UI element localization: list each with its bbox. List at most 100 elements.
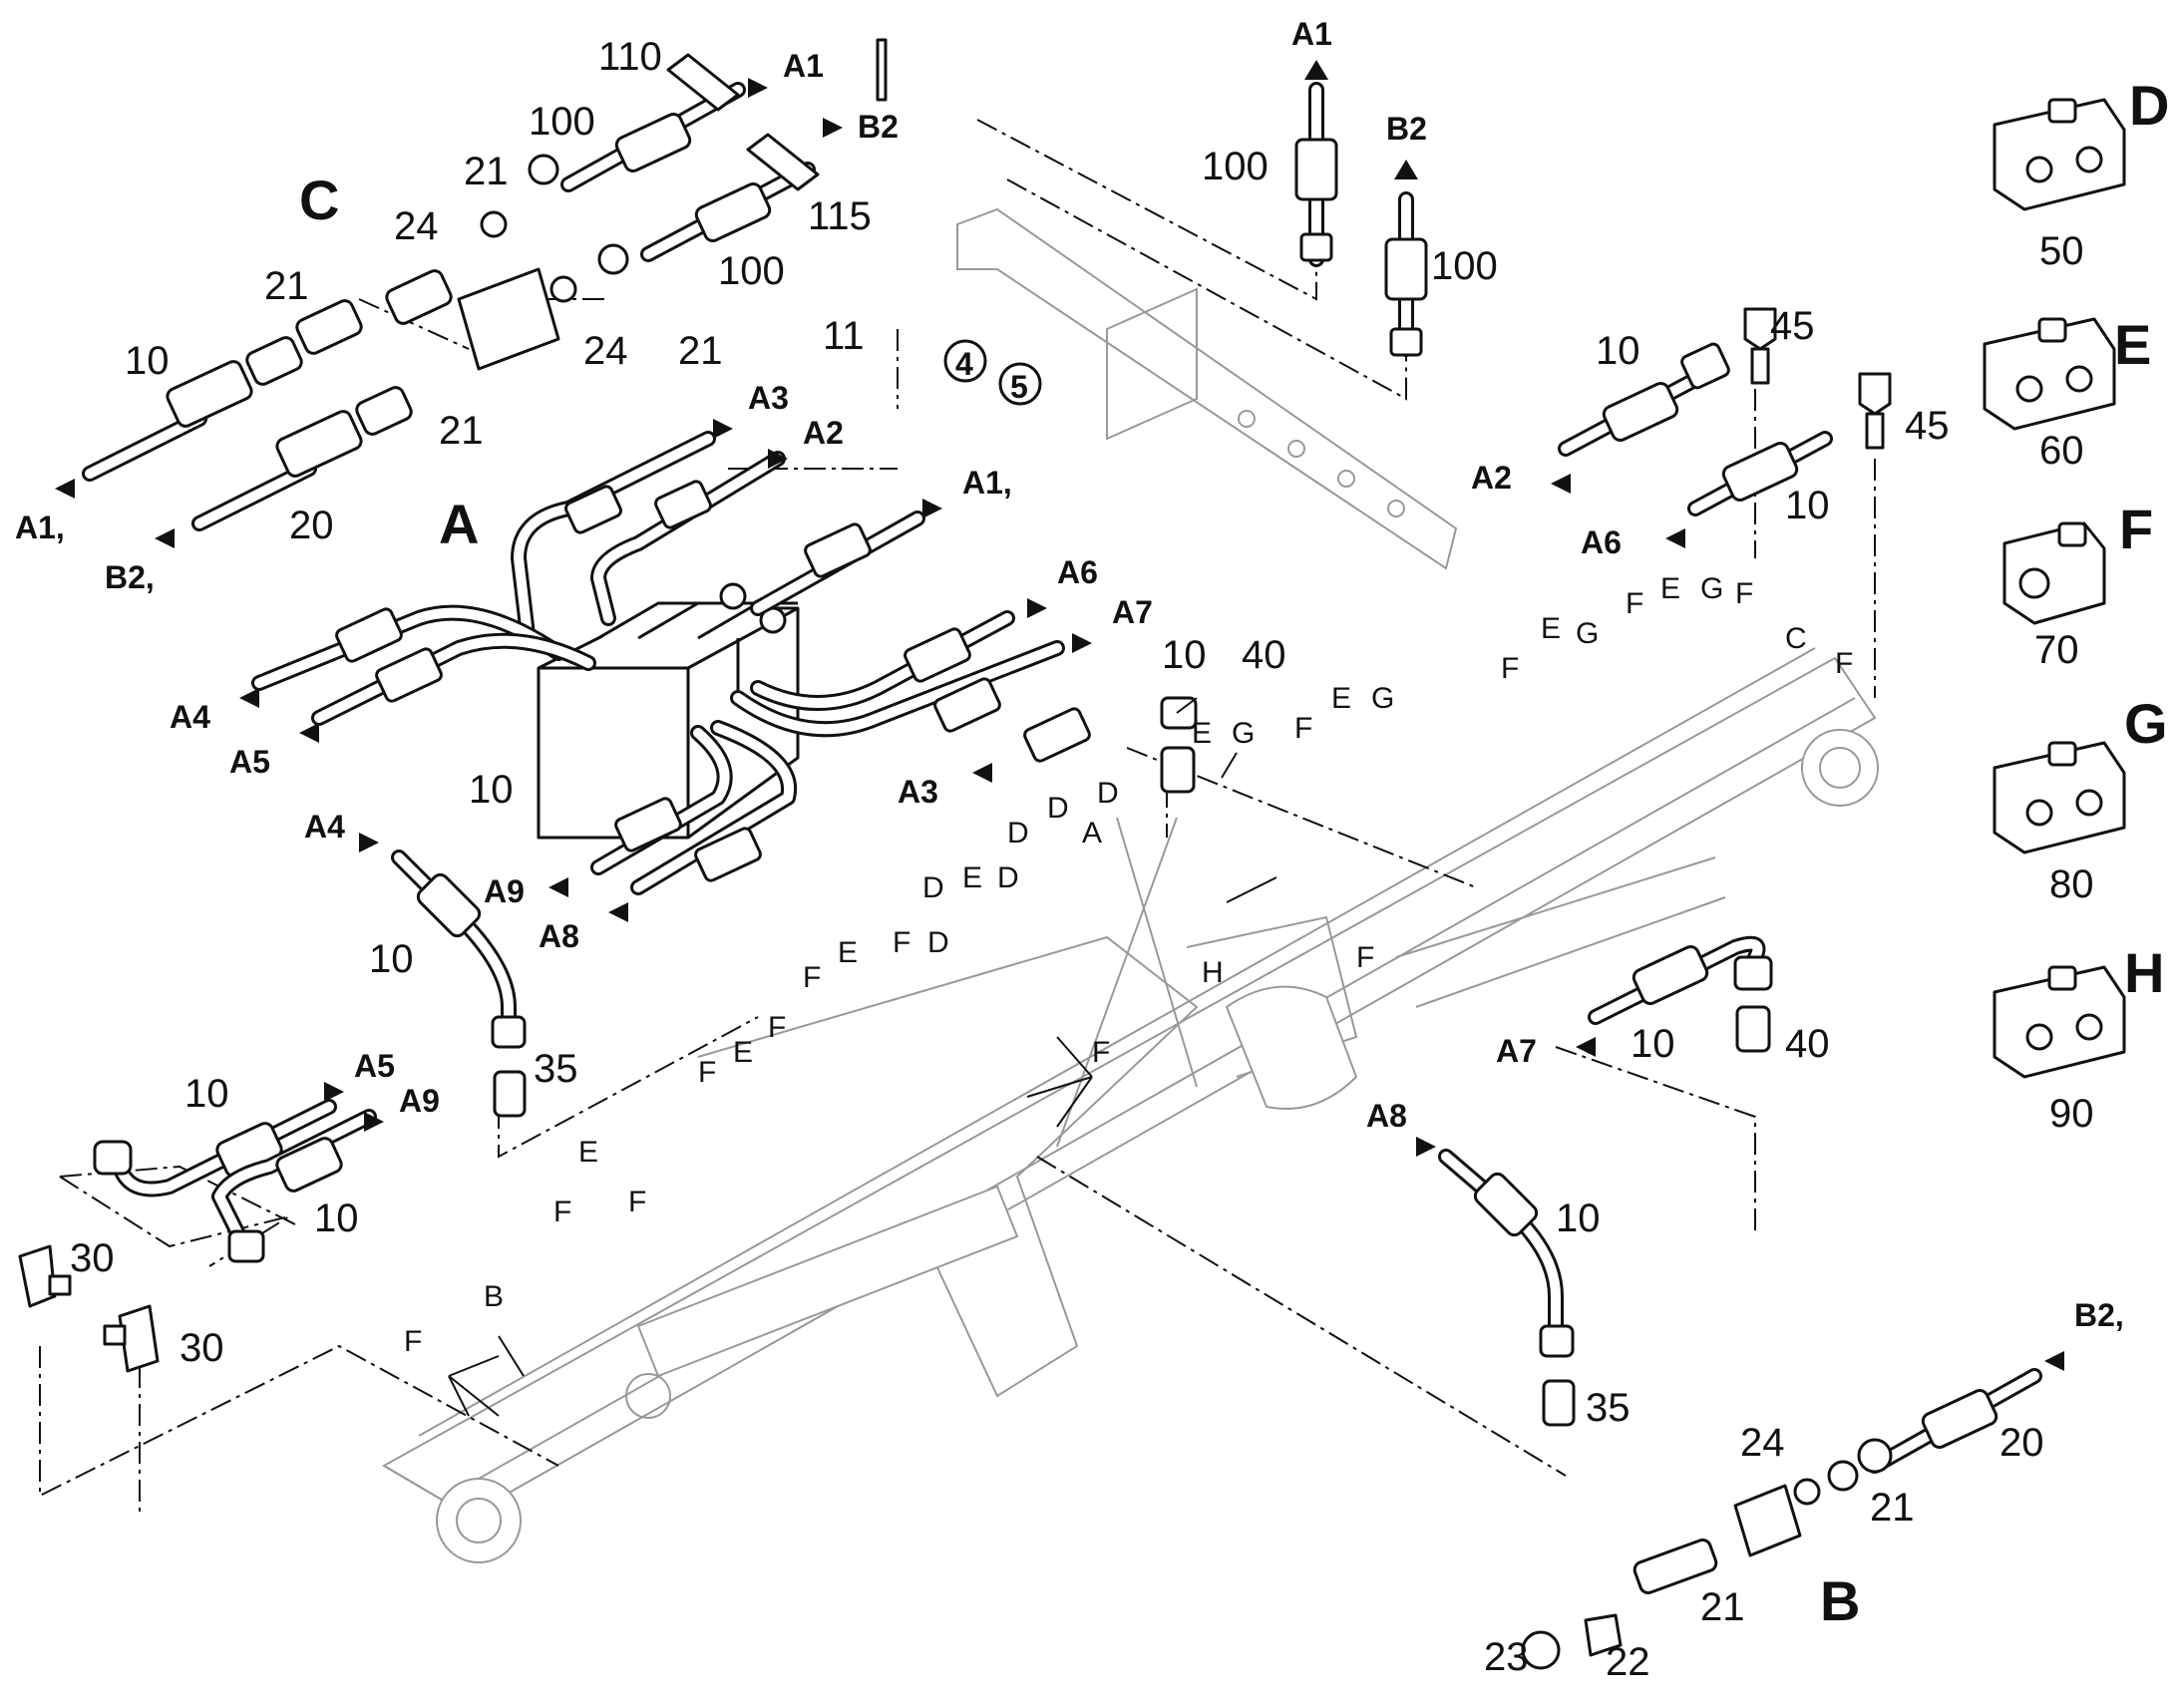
svg-text:B: B: [484, 1280, 504, 1313]
mounting-bracket: [956, 207, 1458, 570]
part-number-22: 22: [1606, 1640, 1650, 1684]
port-label-a2: A2: [803, 415, 844, 451]
section-label-g: G: [2124, 692, 2168, 755]
part-number-20: 20: [289, 504, 334, 547]
part-number-115: 115: [808, 194, 872, 238]
part-number-21: 21: [1870, 1486, 1915, 1530]
port-label-a8: A8: [1366, 1098, 1407, 1134]
part-number-21: 21: [439, 409, 484, 453]
port-label-b2: B2: [858, 109, 899, 145]
svg-text:E: E: [838, 936, 858, 969]
svg-text:D: D: [1097, 777, 1119, 810]
hydraulic-pipes: [251, 431, 1065, 895]
svg-text:5: 5: [1010, 369, 1028, 405]
svg-text:H: H: [1202, 956, 1224, 989]
part-number-80: 80: [2049, 862, 2094, 906]
clamp-icon-f: [2002, 521, 2106, 625]
port-label-a6: A6: [1057, 554, 1098, 590]
port-label-a3: A3: [898, 774, 938, 810]
clamp-icons: [1983, 98, 2126, 1079]
svg-text:E: E: [1192, 717, 1212, 750]
bottom-right-connectors: [1521, 1368, 2042, 1670]
part-number-10: 10: [1631, 1022, 1675, 1066]
svg-text:F: F: [1092, 1036, 1110, 1069]
part-number-100: 100: [1202, 145, 1269, 188]
svg-text:D: D: [927, 926, 949, 959]
svg-text:E: E: [578, 1136, 598, 1169]
part-number-10: 10: [1785, 484, 1830, 527]
port-label-a1c: A1,: [15, 510, 65, 545]
vertical-connectors: [1294, 82, 1428, 357]
port-label-a4: A4: [304, 809, 345, 845]
svg-text:F: F: [404, 1325, 422, 1358]
part-number-10: 10: [314, 1196, 359, 1240]
part-number-100: 100: [1431, 244, 1498, 288]
port-label-a5: A5: [354, 1048, 395, 1084]
svg-text:G: G: [1371, 682, 1394, 715]
section-label-b: B: [1820, 1569, 1860, 1632]
part-number-35: 35: [1586, 1386, 1631, 1430]
svg-text:G: G: [1700, 572, 1723, 605]
part-number-24: 24: [1740, 1421, 1785, 1465]
pipe-fittings: [335, 480, 1091, 882]
flow-arrows: [55, 60, 2064, 1371]
port-label-a7: A7: [1112, 594, 1153, 630]
section-label-a: A: [439, 493, 479, 555]
port-label-b2: B2: [1386, 111, 1427, 147]
part-number-110: 110: [598, 35, 662, 79]
part-number-10: 10: [1596, 329, 1640, 373]
part-number-21: 21: [464, 150, 509, 193]
callout-4: 4: [943, 339, 987, 383]
part-number-23: 23: [1484, 1635, 1529, 1679]
svg-text:F: F: [893, 926, 910, 959]
part-number-11: 11: [823, 314, 865, 358]
port-label-a3: A3: [748, 380, 789, 416]
svg-text:E: E: [1660, 572, 1680, 605]
svg-text:4: 4: [955, 346, 973, 382]
svg-text:G: G: [1576, 617, 1599, 650]
part-number-90: 90: [2049, 1092, 2094, 1136]
port-label-a5: A5: [229, 744, 270, 780]
part-number-45: 45: [1770, 304, 1815, 348]
svg-text:F: F: [553, 1196, 571, 1228]
port-label-a6: A6: [1581, 524, 1622, 560]
part-number-50: 50: [2039, 229, 2084, 273]
part-number-24: 24: [583, 329, 628, 373]
port-label-a9: A9: [399, 1083, 440, 1119]
upper-left-connectors: [82, 38, 888, 531]
svg-text:F: F: [768, 1011, 786, 1044]
port-label-a8: A8: [539, 918, 579, 954]
part-number-30: 30: [180, 1326, 224, 1370]
svg-text:F: F: [1626, 587, 1643, 620]
port-label-b2c: B2,: [105, 559, 155, 595]
svg-text:C: C: [1785, 622, 1807, 655]
part-number-40: 40: [1785, 1022, 1830, 1066]
svg-text:F: F: [698, 1056, 716, 1089]
svg-text:E: E: [962, 861, 982, 894]
part-number-35: 35: [534, 1047, 578, 1091]
part-number-10: 10: [125, 339, 170, 383]
part-number-21: 21: [264, 264, 309, 308]
svg-text:E: E: [1331, 682, 1351, 715]
part-number-21: 21: [1700, 1585, 1745, 1629]
svg-text:E: E: [733, 1036, 753, 1069]
part-number-10: 10: [1162, 633, 1207, 677]
part-number-70: 70: [2034, 628, 2079, 672]
part-number-10: 10: [1556, 1196, 1601, 1240]
section-label-h: H: [2124, 941, 2164, 1004]
svg-text:F: F: [803, 961, 821, 994]
port-label-a4: A4: [170, 699, 210, 735]
part-number-60: 60: [2039, 429, 2084, 473]
port-label-a1: A1: [783, 48, 824, 84]
port-label-a7: A7: [1496, 1033, 1537, 1069]
svg-text:F: F: [1835, 647, 1853, 680]
port-label-a1c: A1,: [962, 465, 1012, 501]
svg-text:F: F: [1501, 652, 1519, 685]
part-number-100: 100: [718, 249, 785, 293]
part-number-20: 20: [1999, 1421, 2044, 1465]
clamp-icon-h: [1993, 965, 2126, 1079]
port-label-b2c: B2,: [2074, 1297, 2124, 1333]
part-number-45: 45: [1905, 404, 1950, 448]
svg-text:A: A: [1082, 817, 1102, 850]
